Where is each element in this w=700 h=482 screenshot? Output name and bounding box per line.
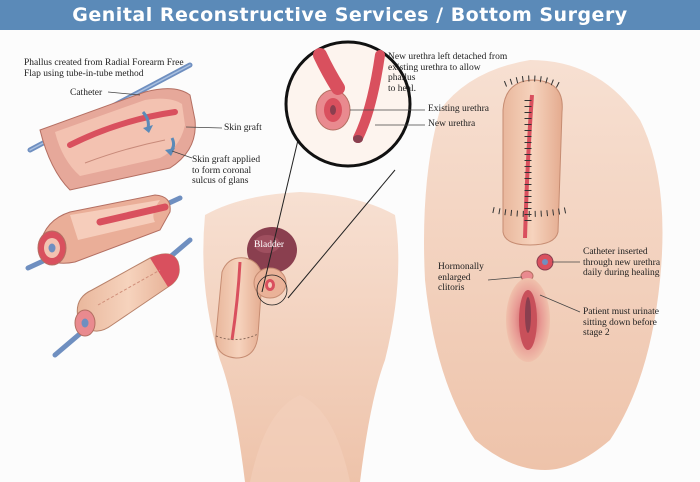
perineum-view: [424, 60, 663, 470]
torso-front-view: [203, 192, 399, 482]
tube-construct-open: [25, 194, 183, 271]
label-bladder: Bladder: [254, 240, 285, 250]
label-hormonally-enlarged: Hormonally enlarged clitoris: [438, 262, 484, 293]
tube-construct-closed: [52, 237, 193, 358]
forearm-flap-drawing: [27, 62, 223, 191]
label-catheter: Catheter: [70, 88, 103, 98]
magnified-detail: [256, 40, 425, 306]
label-new-urethra-detached: New urethra left detached from existing …: [388, 52, 508, 94]
label-existing-urethra: Existing urethra: [428, 104, 489, 114]
title-bar: Genital Reconstructive Services / Bottom…: [0, 0, 700, 30]
label-new-urethra: New urethra: [428, 119, 476, 129]
label-skin-graft: Skin graft: [224, 123, 262, 133]
label-catheter-inserted: Catheter inserted through new urethra da…: [583, 247, 661, 278]
label-skin-graft-applied: Skin graft applied to form coronal sulcu…: [192, 155, 261, 186]
label-phallus-created: Phallus created from Radial Forearm Free…: [24, 58, 184, 79]
label-patient-must-urinate: Patient must urinate sitting down before…: [583, 307, 659, 338]
page-title: Genital Reconstructive Services / Bottom…: [72, 4, 628, 26]
